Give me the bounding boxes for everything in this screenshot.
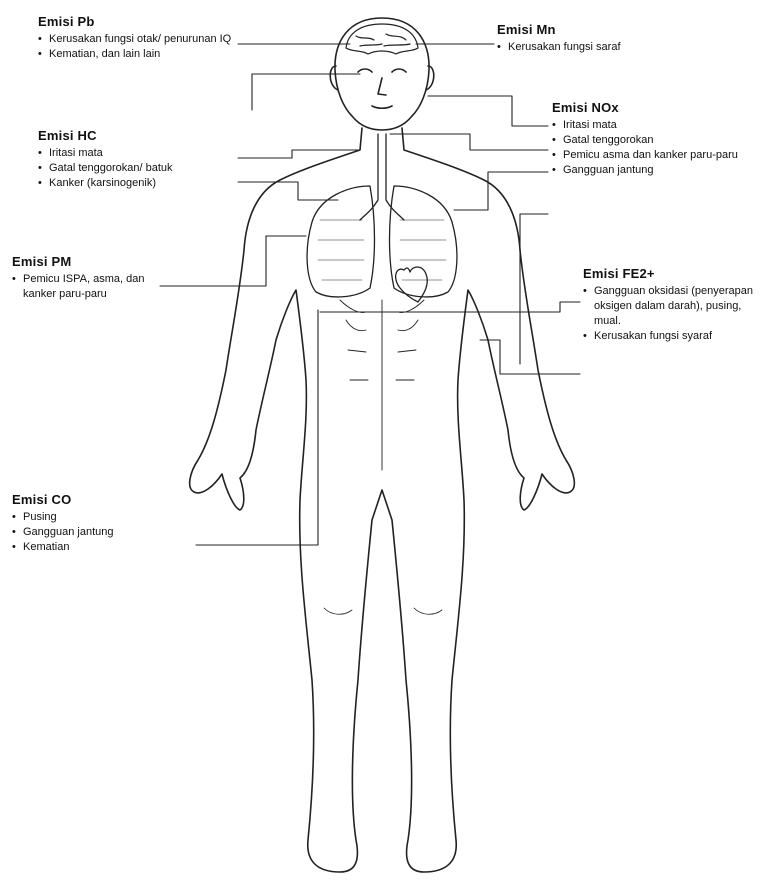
right-eye [392,69,406,72]
group-title: Emisi HC [38,128,238,143]
effect-item: Gatal tenggorokan [552,133,752,148]
knee-lines [324,608,442,614]
effect-item: Gangguan jantung [12,525,192,540]
emission-group-fe2: Emisi FE2+ Gangguan oksidasi (penyerapan… [583,266,759,344]
brain [346,24,418,54]
body-outline [190,128,575,872]
effect-item: Kematian [12,540,192,555]
group-title: Emisi Mn [497,22,697,37]
abdomen-lines [340,300,424,470]
effect-item: Pemicu asma dan kanker paru-paru [552,148,752,163]
group-title: Emisi FE2+ [583,266,759,281]
emission-group-co: Emisi CO Pusing Gangguan jantung Kematia… [12,492,192,555]
group-title: Emisi Pb [38,14,248,29]
group-title: Emisi NOx [552,100,752,115]
effect-item: Kerusakan fungsi otak/ penurunan IQ [38,32,248,47]
effect-item: Kerusakan fungsi syaraf [583,329,759,344]
group-title: Emisi CO [12,492,192,507]
effect-item: Kematian, dan lain lain [38,47,248,62]
effect-item: Gangguan oksidasi (penyerapan oksigen da… [583,284,759,329]
group-title: Emisi PM [12,254,162,269]
effect-item: Kerusakan fungsi saraf [497,40,697,55]
emission-group-mn: Emisi Mn Kerusakan fungsi saraf [497,22,697,55]
trachea [360,134,404,220]
emission-group-pb: Emisi Pb Kerusakan fungsi otak/ penuruna… [38,14,248,62]
effect-item: Kanker (karsinogenik) [38,176,238,191]
nose [378,78,386,95]
effect-item: Gatal tenggorokan/ batuk [38,161,238,176]
effect-item: Gangguan jantung [552,163,752,178]
mouth [372,106,392,108]
left-eye [358,69,372,72]
effect-item: Iritasi mata [38,146,238,161]
emission-group-pm: Emisi PM Pemicu ISPA, asma, dan kanker p… [12,254,162,302]
effect-item: Pemicu ISPA, asma, dan kanker paru-paru [12,272,162,302]
effect-item: Pusing [12,510,192,525]
emission-group-nox: Emisi NOx Iritasi mata Gatal tenggorokan… [552,100,752,178]
emission-group-hc: Emisi HC Iritasi mata Gatal tenggorokan/… [38,128,238,191]
effect-item: Iritasi mata [552,118,752,133]
lung-texture [318,220,446,280]
